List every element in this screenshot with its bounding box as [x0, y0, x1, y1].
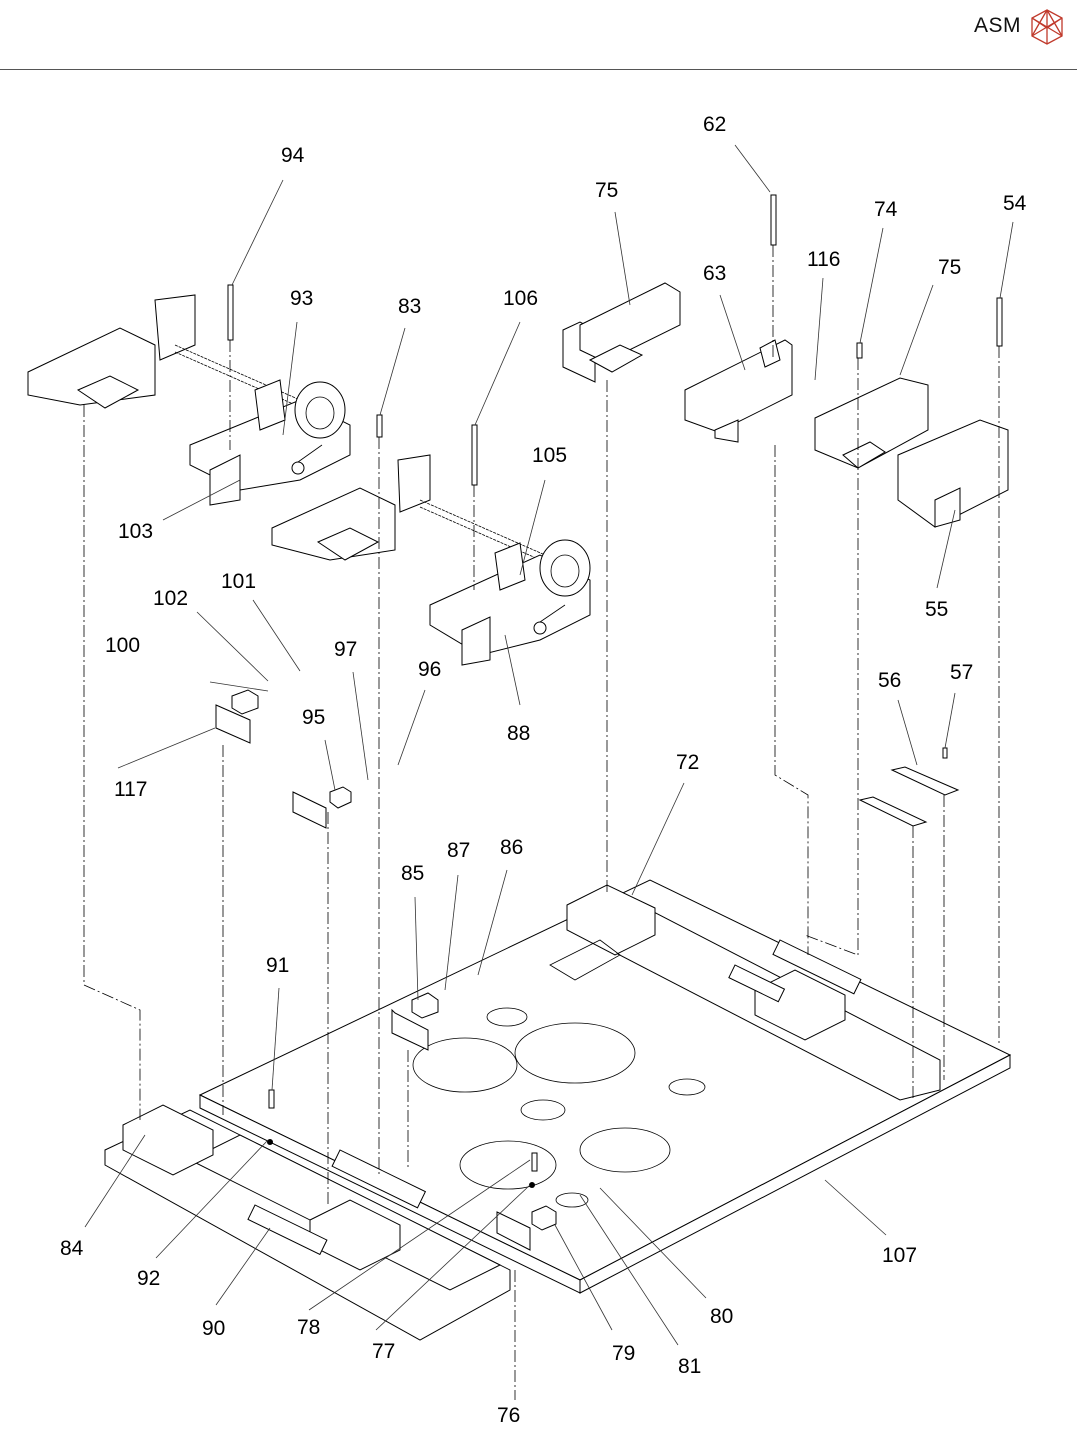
block-75-left — [563, 283, 680, 382]
part-label-84: 84 — [60, 1237, 84, 1260]
part-label-107: 107 — [882, 1244, 917, 1267]
actuator-assembly-right — [272, 455, 590, 665]
part-label-78: 78 — [297, 1316, 320, 1339]
actuator-assembly-left — [28, 295, 350, 505]
part-label-90: 90 — [202, 1317, 225, 1340]
part-label-96: 96 — [418, 658, 441, 681]
part-label-81: 81 — [678, 1355, 701, 1378]
part-label-87: 87 — [447, 839, 470, 862]
part-label-92: 92 — [137, 1267, 160, 1290]
part-label-103: 103 — [118, 520, 153, 543]
part-label-117: 117 — [114, 778, 147, 801]
part-label-93: 93 — [290, 287, 313, 310]
part-label-106: 106 — [503, 287, 538, 310]
part-label-75-right: 75 — [938, 256, 961, 279]
part-label-54: 54 — [1003, 192, 1027, 215]
sensor-bracket-117 — [216, 690, 258, 743]
part-label-85: 85 — [401, 862, 424, 885]
part-label-88: 88 — [507, 722, 530, 745]
part-label-80: 80 — [710, 1305, 733, 1328]
part-label-63: 63 — [703, 262, 726, 285]
part-label-75-left: 75 — [595, 179, 618, 202]
part-label-116: 116 — [807, 248, 840, 271]
part-label-74: 74 — [874, 198, 898, 221]
part-label-86: 86 — [500, 836, 523, 859]
part-label-91: 91 — [266, 954, 289, 977]
part-label-105: 105 — [532, 444, 567, 467]
part-label-62: 62 — [703, 113, 726, 136]
part-label-100: 100 — [105, 634, 140, 657]
part-label-97: 97 — [334, 638, 357, 661]
part-label-57: 57 — [950, 661, 973, 684]
part-label-76: 76 — [497, 1404, 520, 1427]
part-label-102: 102 — [153, 587, 188, 610]
part-label-72: 72 — [676, 751, 699, 774]
part-label-77: 77 — [372, 1340, 395, 1363]
part-label-83: 83 — [398, 295, 421, 318]
part-label-56: 56 — [878, 669, 901, 692]
shims-56 — [860, 767, 958, 826]
part-label-55: 55 — [925, 598, 948, 621]
part-label-79: 79 — [612, 1342, 635, 1365]
part-label-101: 101 — [221, 570, 256, 593]
sensor-bracket-95 — [293, 787, 351, 828]
part-label-94: 94 — [281, 144, 305, 167]
block-63 — [685, 340, 792, 442]
part-label-95: 95 — [302, 706, 325, 729]
